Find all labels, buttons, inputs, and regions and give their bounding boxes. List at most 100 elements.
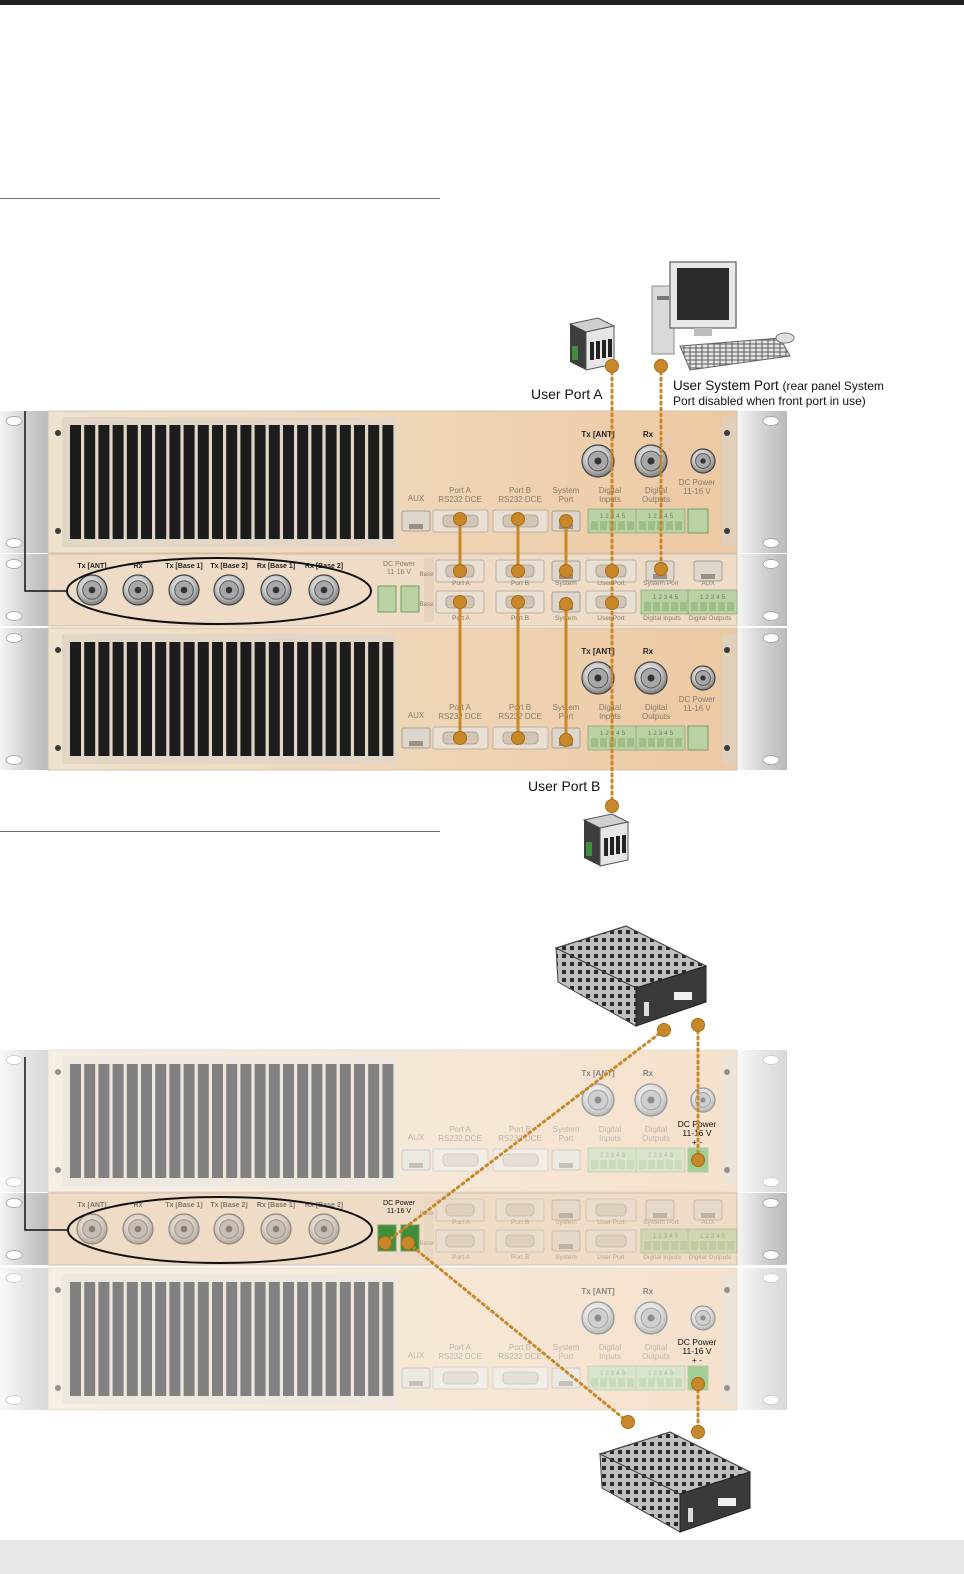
switch-rj45-system-port bbox=[645, 1199, 675, 1221]
rack-mount-slot bbox=[5, 1198, 23, 1208]
label-outputs: Outputs bbox=[642, 712, 670, 721]
heatsink-fin bbox=[197, 642, 209, 756]
switch-db9-user-port-base2 bbox=[585, 1229, 637, 1253]
terminal-pin bbox=[657, 1378, 664, 1387]
rack-mount-slot bbox=[762, 755, 780, 765]
db9-shell bbox=[442, 1371, 479, 1385]
terminal-pin bbox=[648, 738, 655, 747]
rack-ear-left bbox=[0, 1050, 48, 1192]
rj45-latch bbox=[409, 741, 423, 746]
label-dc-power: DC Power bbox=[679, 478, 716, 487]
heatsink-fin bbox=[254, 642, 266, 756]
label-switch-system-port: System Port bbox=[643, 580, 679, 587]
switch-db9-port-b-base2 bbox=[495, 1229, 545, 1253]
switch-bnc-connector bbox=[260, 1213, 292, 1245]
rj45-system-port bbox=[551, 1149, 581, 1171]
bnc-dc-power bbox=[690, 1305, 716, 1331]
terminal-pin bbox=[627, 1160, 634, 1169]
switch-rj45-system-base1 bbox=[551, 1199, 581, 1221]
label-digital-in: Digital bbox=[599, 1343, 621, 1352]
heatsink-fin bbox=[382, 425, 394, 539]
modem-slot bbox=[610, 837, 614, 855]
rack-ear-left bbox=[0, 411, 48, 553]
label-inputs: Inputs bbox=[599, 712, 621, 721]
terminal-dc-power bbox=[687, 725, 709, 751]
label-rx: Rx bbox=[643, 647, 654, 656]
switch-bnc: Rx bbox=[122, 1202, 154, 1245]
radio2-dc-endpoint bbox=[691, 1377, 705, 1391]
rack-mount-slot bbox=[762, 1250, 780, 1260]
user-system-port-note-line2: Port disabled when front port in use) bbox=[673, 394, 866, 408]
terminal-pin bbox=[675, 738, 682, 747]
rj45-latch bbox=[409, 524, 423, 529]
bnc-center-pin bbox=[88, 586, 96, 594]
rack-mount-slot bbox=[5, 633, 23, 643]
terminal-digital-outputs: 1 2 3 4 5 bbox=[635, 1147, 686, 1173]
label-switch-dc-voltage: 11-16 V bbox=[387, 1208, 411, 1215]
label-switch-digital-inputs: Digital Inputs bbox=[643, 615, 681, 622]
heatsink-fin bbox=[141, 1282, 152, 1396]
user-port-b-modem bbox=[582, 813, 630, 867]
label-port-b: Port B bbox=[509, 1343, 531, 1352]
cable-endpoint-8 bbox=[559, 597, 573, 611]
label-port-a: Port A bbox=[449, 1343, 471, 1352]
terminal-digital-outputs: 1 2 3 4 5 bbox=[635, 1365, 686, 1391]
label-port-b: Port B bbox=[509, 1125, 531, 1134]
heatsink-fin bbox=[240, 425, 252, 539]
switch-dc-endpoint-2 bbox=[401, 1236, 415, 1250]
modem-slot bbox=[596, 341, 600, 359]
heatsink-fin bbox=[126, 425, 138, 539]
heatsink-fin bbox=[354, 1064, 365, 1178]
user-port-b-label: User Port B bbox=[528, 778, 601, 794]
switch-db9-port-a-base2 bbox=[435, 1229, 485, 1253]
label-base-1: Base 1 bbox=[420, 572, 439, 578]
label-switch-digital-outputs: Digital Outputs bbox=[689, 615, 732, 622]
label-switch-dc-power: DC Power bbox=[383, 1200, 416, 1207]
rack-ear-right bbox=[737, 1050, 787, 1192]
terminal-digital-inputs: 1 2 3 4 5 bbox=[587, 1365, 638, 1391]
label-switch-aux: AUX bbox=[701, 1219, 715, 1226]
switch-bnc: Rx [Base 1] bbox=[257, 563, 295, 606]
terminal-pin-numbers: 1 2 3 4 5 bbox=[600, 1152, 626, 1159]
heatsink-fin bbox=[70, 1064, 81, 1178]
base-label-strip bbox=[424, 558, 434, 622]
terminal-pin bbox=[644, 1241, 651, 1250]
panel-side-rail bbox=[722, 634, 736, 764]
pc-keyboard bbox=[679, 337, 791, 371]
psu-output-connector bbox=[674, 992, 692, 1000]
panel-screw bbox=[724, 1069, 730, 1075]
rack-mount-slot bbox=[5, 755, 23, 765]
switch-rj45-aux bbox=[693, 1199, 723, 1221]
modem-slot bbox=[622, 835, 626, 853]
bnc-dc-power bbox=[690, 665, 716, 691]
terminal-pin-numbers: 1 2 3 4 5 bbox=[648, 1370, 674, 1377]
terminal-pin bbox=[639, 1160, 646, 1169]
db9-shell bbox=[445, 1234, 475, 1248]
label-outputs: Outputs bbox=[642, 1352, 670, 1361]
label-rs232-dce-a: RS232 DCE bbox=[438, 1352, 482, 1361]
terminal-pin-numbers: 1 2 3 4 5 bbox=[600, 1370, 626, 1377]
heatsink bbox=[62, 634, 397, 764]
heatsink-fin bbox=[112, 1282, 124, 1396]
label-system: System bbox=[553, 1125, 580, 1134]
switch-terminal-digital-inputs: 1 2 3 4 5 bbox=[640, 1228, 691, 1254]
heatsink-fin bbox=[297, 425, 309, 539]
terminal-pin-numbers: 1 2 3 4 5 bbox=[648, 1152, 674, 1159]
label-rs232-dce-a: RS232 DCE bbox=[438, 1134, 482, 1143]
heatsink-fin bbox=[98, 642, 110, 756]
terminal-pin bbox=[691, 602, 698, 611]
panel-screw bbox=[55, 1167, 61, 1173]
heatsink-fin bbox=[297, 642, 309, 756]
panel-screw bbox=[55, 647, 61, 653]
terminal-pin bbox=[662, 602, 669, 611]
switch-terminal-digital-outputs: 1 2 3 4 5 bbox=[687, 1228, 738, 1254]
panel-side-rail bbox=[722, 1274, 736, 1404]
user-port-a-endpoint bbox=[605, 359, 619, 373]
switch-bnc: Tx [Base 1] bbox=[165, 563, 203, 606]
bnc-center-pin bbox=[134, 586, 142, 594]
switch-bnc: Tx [Base 1] bbox=[165, 1202, 203, 1245]
panel-screw bbox=[55, 745, 61, 751]
rj45-latch bbox=[559, 1213, 573, 1218]
db9-shell bbox=[505, 1203, 535, 1217]
heatsink-fin bbox=[283, 425, 294, 539]
